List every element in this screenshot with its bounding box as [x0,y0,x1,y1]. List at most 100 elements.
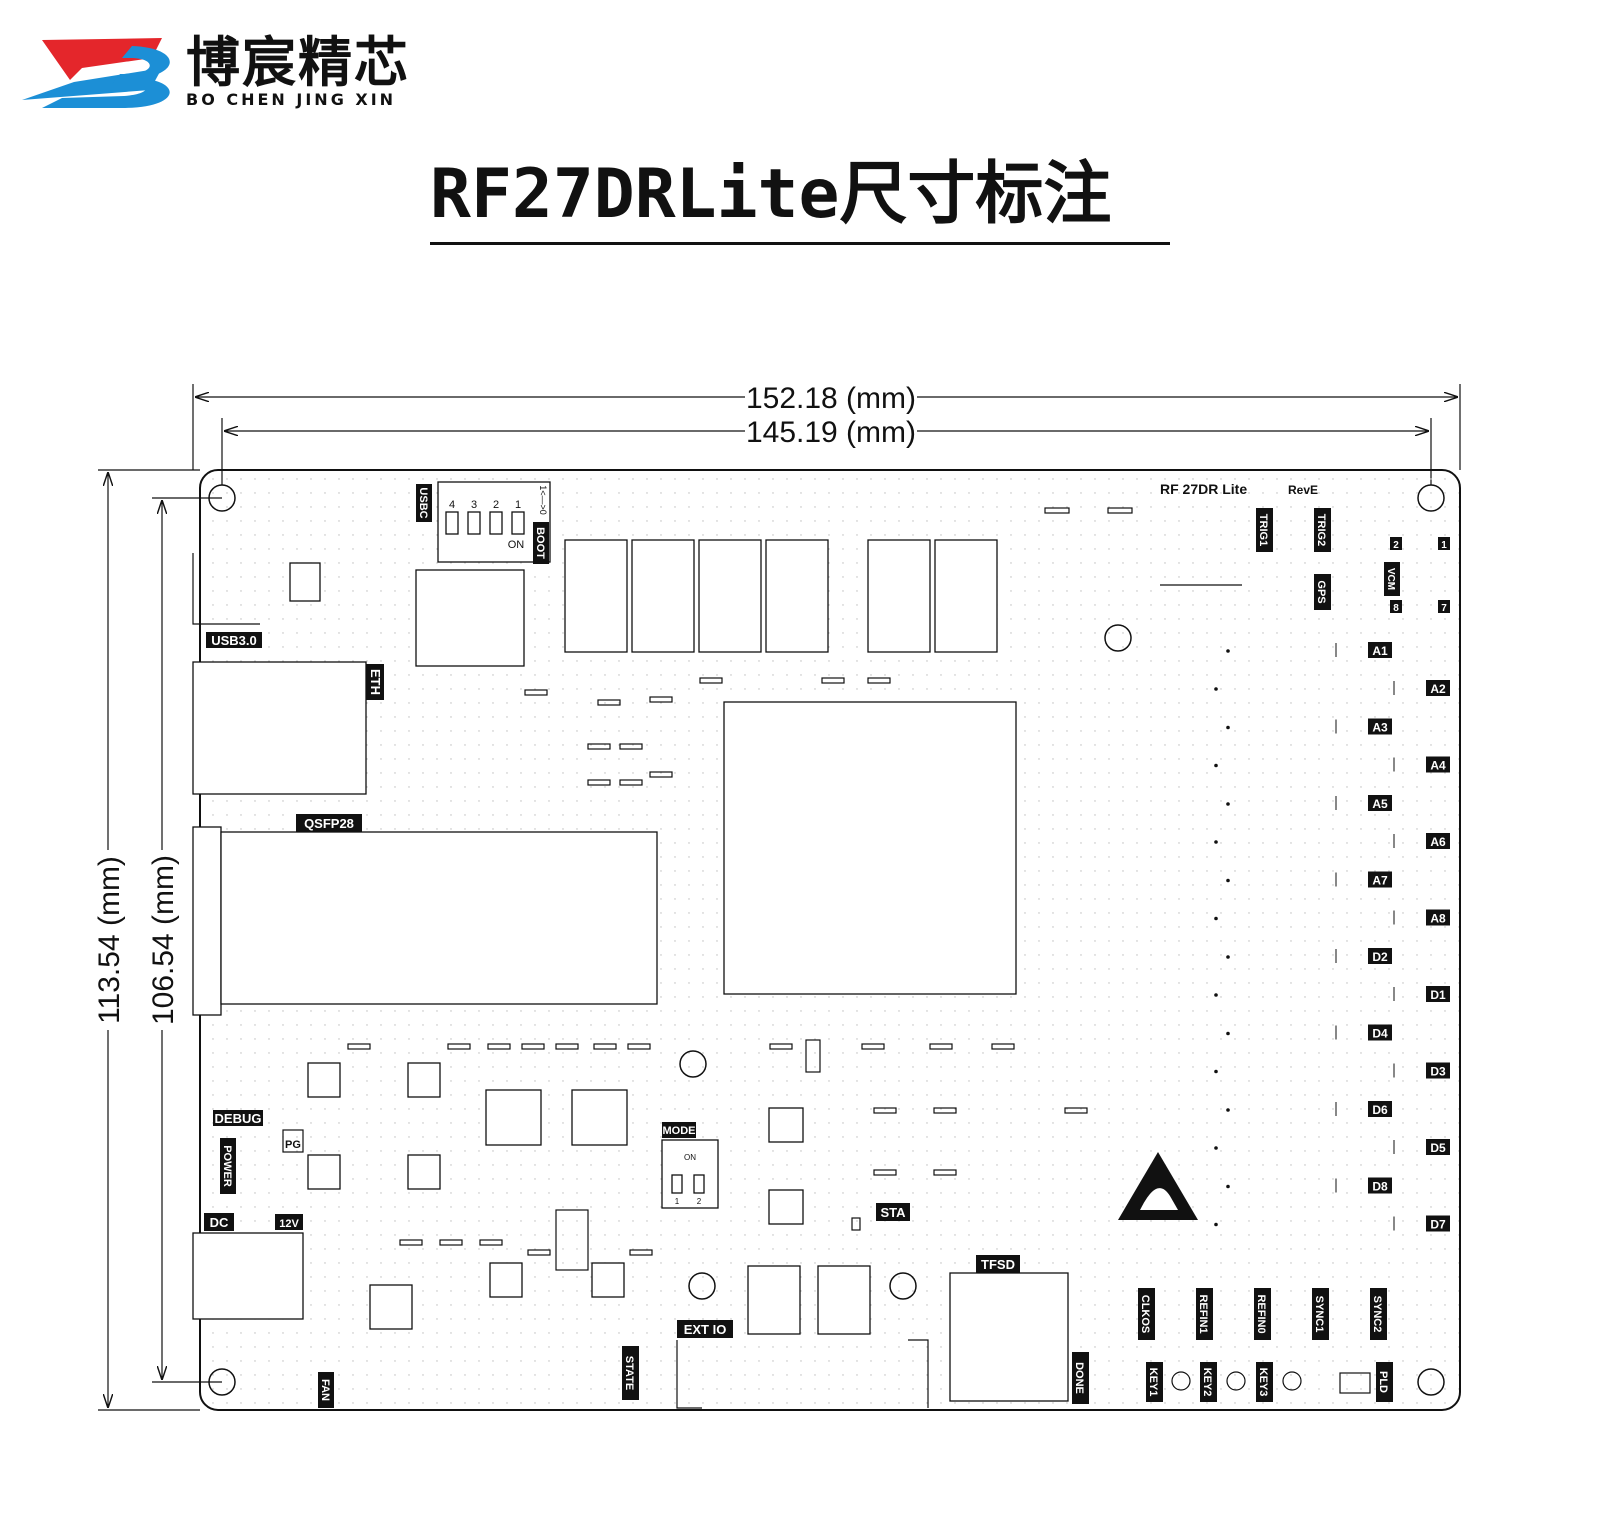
sma-pad-d4 [1226,1031,1230,1036]
label-dc: DC [204,1213,234,1231]
label-key1: KEY1 [1146,1362,1163,1402]
label-boot: BOOT [533,522,549,564]
components [192,481,1069,1402]
qsfp28-connector [220,831,658,1005]
key2-button [1226,1371,1246,1391]
label-ext-io: EXT IO [677,1320,733,1338]
svg-text:3: 3 [471,499,477,511]
sma-port-a8: A8 [1214,909,1450,926]
sma-label-d8: D8 [1372,1180,1388,1194]
sma-label-a5: A5 [1372,797,1388,811]
sma-port-a1: A1 [1226,642,1392,658]
sma-label-a3: A3 [1372,721,1388,735]
label-pin-8: 8 [1390,600,1402,614]
sma-label-box-d3 [1426,1062,1450,1079]
label-boot-sw-3: 3 [471,499,477,511]
sma-port-d8: D8 [1226,1177,1392,1194]
sma-label-box-a6 [1426,833,1450,849]
sma-port-a4: A4 [1214,756,1450,773]
svg-text:USBC: USBC [417,487,429,518]
label-revision: RevE [1288,483,1318,497]
silkscreen-labels: USB3.0 QSFP28 DEBUG PG DC 12V EXT IO MOD… [204,481,1450,1408]
sma-port-a6: A6 [1214,833,1450,849]
label-trig2: TRIG2 [1314,508,1331,552]
sma-label-box-d1 [1426,986,1450,1002]
dimension-width-outer: 152.18 (mm) [192,382,1461,470]
svg-text:KEY1: KEY1 [1147,1368,1159,1397]
sma-pad-d2 [1226,955,1230,959]
sma-port-d6: D6 [1226,1101,1392,1117]
title-underline [430,242,1170,245]
sma-port-d7: D7 [1214,1215,1450,1232]
dimension-height-inner: 106.54 (mm) [147,497,222,1383]
sma-pad-d8 [1226,1184,1230,1189]
mount-hole-bl [208,1368,236,1396]
sma-label-a6: A6 [1430,835,1446,849]
label-usbc: USBC [416,484,432,522]
sma-label-d7: D7 [1430,1218,1446,1232]
label-pin-7: 7 [1438,600,1450,614]
width-inner-label: 145.19 (mm) [746,416,916,449]
mounting-holes [208,484,1445,1396]
sma-pad-a6 [1214,840,1218,844]
label-12v: 12V [275,1214,303,1230]
label-usb30: USB3.0 [206,632,262,648]
svg-text:ETH: ETH [368,669,383,695]
sma-label-a4: A4 [1430,759,1446,773]
sma-label-d4: D4 [1372,1027,1388,1041]
sma-pad-a2 [1214,687,1218,691]
sma-pad-a1 [1226,649,1230,653]
sma-label-box-d4 [1368,1024,1392,1041]
label-board-name: RF 27DR Lite [1160,481,1247,497]
label-qsfp28: QSFP28 [296,814,362,832]
sma-pad-d3 [1214,1069,1218,1074]
label-boot-sw-4: 4 [449,499,455,511]
svg-text:RevE: RevE [1288,483,1318,497]
sma-label-box-d2 [1368,948,1392,964]
height-inner-label: 106.54 (mm) [147,855,180,1025]
svg-text:DEBUG: DEBUG [215,1111,262,1126]
key-buttons [1171,1371,1371,1394]
svg-text:KEY3: KEY3 [1257,1368,1269,1397]
svg-text:KEY2: KEY2 [1201,1368,1213,1397]
sma-port-d3: D3 [1214,1062,1450,1079]
label-sync1: SYNC1 [1312,1288,1329,1340]
sma-label-d2: D2 [1372,950,1388,964]
sma-port-a2: A2 [1214,680,1450,696]
svg-text:REFIN1: REFIN1 [1197,1294,1209,1333]
sma-pad-d6 [1226,1108,1230,1112]
label-mode-sw-1: 1 [675,1197,680,1206]
svg-text:STA: STA [880,1205,906,1220]
svg-text:REFIN0: REFIN0 [1255,1294,1267,1333]
sma-label-a1: A1 [1372,644,1388,658]
company-logo [22,38,170,108]
label-clkos: CLKOS [1138,1288,1155,1340]
pld-led [1339,1372,1371,1394]
mode-switch [661,1139,719,1209]
svg-text:PG: PG [285,1139,301,1151]
sma-port-d5: D5 [1214,1139,1450,1155]
label-on: ON [508,539,525,551]
label-pld: PLD [1376,1362,1393,1402]
label-trig1: TRIG1 [1256,508,1273,552]
label-vcm: VCM [1384,562,1400,596]
svg-text:FAN: FAN [319,1379,331,1401]
mount-hole-tl [208,484,236,512]
label-power: POWER [220,1138,236,1194]
label-mode-on: ON [684,1153,696,1162]
sma-pad-d7 [1214,1222,1218,1227]
logo-name-cn: 博宸精芯 [186,31,410,94]
logo-mark [22,38,170,108]
label-mode: MODE [662,1122,696,1138]
label-refin0: REFIN0 [1254,1288,1271,1340]
sma-pad-a4 [1214,763,1218,768]
sma-label-box-d6 [1368,1101,1392,1117]
label-boot-sw-1: 1 [515,499,521,511]
mount-hole-tr [1417,484,1445,512]
esd-warning-icon [1118,1152,1198,1220]
sma-pad-a3 [1226,725,1230,730]
svg-text:DONE: DONE [1073,1362,1085,1394]
dimension-height-outer: 113.54 (mm) [93,469,200,1411]
svg-text:1<—>0: 1<—>0 [538,485,548,515]
